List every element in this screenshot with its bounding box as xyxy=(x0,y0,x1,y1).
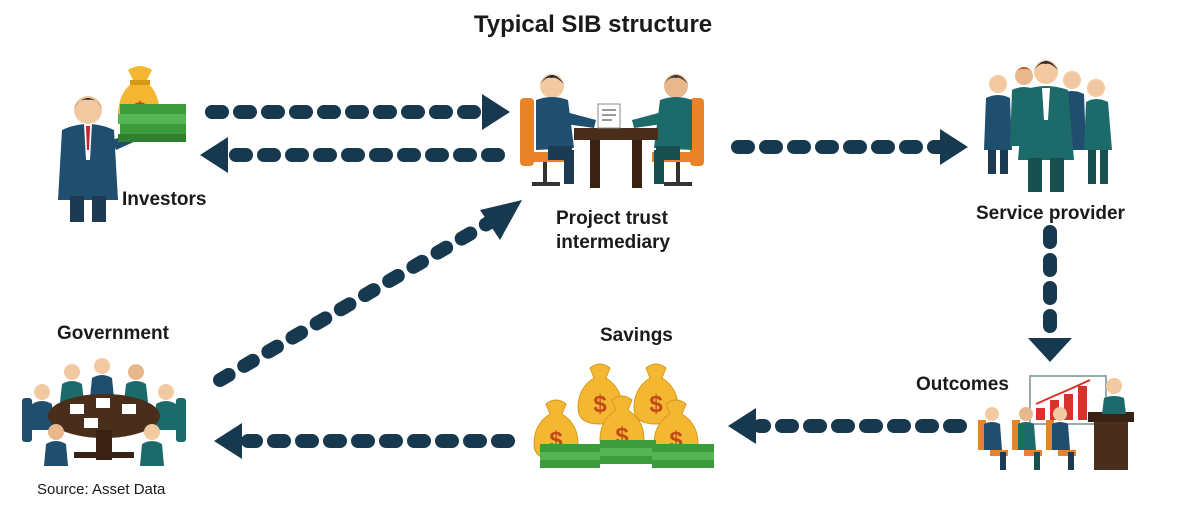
cash-stack xyxy=(600,440,656,448)
arrowhead-to-government xyxy=(214,423,242,459)
intermediary-label-line1: Project trust xyxy=(556,208,668,229)
diagram-title: Typical SIB structure xyxy=(473,11,713,38)
cash-stack xyxy=(652,460,714,468)
outcomes-label: Outcomes xyxy=(916,374,1009,395)
money-bag-icon: $ xyxy=(577,363,623,425)
cash-stack xyxy=(652,452,714,460)
arrowhead-to-intermediary xyxy=(482,94,510,130)
intermediary-label-line2: intermediary xyxy=(556,232,671,253)
cash-stack xyxy=(540,460,600,468)
cash-stack xyxy=(540,444,600,452)
arrowhead-to-outcomes xyxy=(1028,338,1072,362)
cash-stack xyxy=(600,448,656,456)
arrowhead-diag-to-intermediary xyxy=(480,200,522,240)
arrowhead-to-savings xyxy=(728,408,756,444)
cash-stack xyxy=(540,452,600,460)
cash-stack xyxy=(600,456,656,464)
cash-stack xyxy=(652,444,714,452)
arrow-government-to-intermediary xyxy=(213,215,497,387)
arrowhead-to-investors xyxy=(200,137,228,173)
government-label: Government xyxy=(57,323,169,344)
source-note: Source: Asset Data xyxy=(37,481,166,498)
savings-label: Savings xyxy=(600,325,673,346)
arrowhead-to-provider xyxy=(940,129,968,165)
investors-label: Investors xyxy=(122,189,207,210)
svg-text:$: $ xyxy=(649,391,663,418)
service-provider-label: Service provider xyxy=(976,203,1125,224)
svg-text:$: $ xyxy=(593,391,607,418)
